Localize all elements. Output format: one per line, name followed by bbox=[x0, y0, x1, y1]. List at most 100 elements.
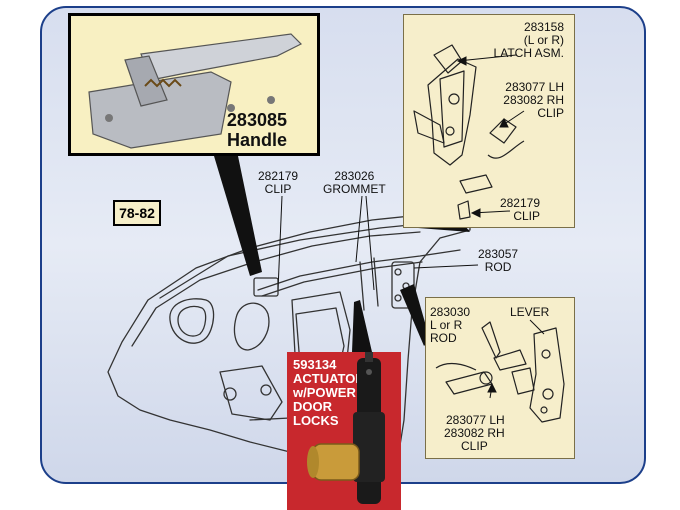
lever-pivot bbox=[542, 388, 554, 400]
lever-link bbox=[493, 349, 527, 371]
lever-detail-panel: 283030 L or R ROD LEVER 283077 LH 283082… bbox=[425, 297, 575, 459]
handle-callout-wedge bbox=[214, 156, 262, 276]
handle-rivet bbox=[227, 104, 235, 112]
clip-top-name: CLIP bbox=[264, 182, 292, 196]
lever-plate bbox=[529, 327, 565, 423]
leader-line bbox=[355, 195, 363, 263]
arrow-head bbox=[456, 56, 467, 66]
lever-clip-label: 283077 LH 283082 RH CLIP bbox=[444, 414, 505, 453]
armrest-pocket-inner bbox=[177, 305, 207, 337]
rod-part: 283057 bbox=[478, 247, 519, 261]
handle-detail-panel: 283085 Handle bbox=[68, 13, 320, 156]
actuator-mount-hole bbox=[366, 369, 372, 375]
latch-illustration bbox=[413, 44, 525, 220]
lever-rod bbox=[481, 321, 501, 359]
arrow-head bbox=[499, 117, 509, 128]
actuator-line-1: ACTUATOR bbox=[293, 371, 365, 386]
lever-rod-side: L or R bbox=[430, 318, 463, 332]
leader-line bbox=[413, 264, 479, 269]
lever-pivot bbox=[540, 406, 548, 414]
latch-clip bbox=[489, 118, 517, 144]
actuator-detail-panel: 593134 ACTUATOR w/POWER DOOR LOCKS bbox=[287, 352, 401, 510]
actuator-motor bbox=[312, 443, 360, 481]
rod-name: ROD bbox=[484, 260, 512, 274]
leader-line bbox=[277, 195, 283, 291]
lever-callout-wedge bbox=[400, 284, 430, 346]
lever-rod-label: 283030 L or R ROD bbox=[430, 306, 470, 345]
handle-recess bbox=[233, 302, 270, 351]
grommet-label: 283026 GROMMET bbox=[323, 170, 386, 196]
clip-top-part: 282179 bbox=[258, 169, 299, 183]
lever-rod-part: 283030 bbox=[430, 305, 471, 319]
lever-clip-name: CLIP bbox=[461, 439, 488, 453]
actuator-line-4: LOCKS bbox=[293, 413, 339, 428]
lever-clip-lh: 283077 LH bbox=[446, 413, 505, 427]
latch-bottom-clip-label: 282179 CLIP bbox=[500, 197, 540, 223]
handle-illustration bbox=[88, 33, 303, 149]
door-outline bbox=[107, 211, 471, 459]
actuator-part: 593134 bbox=[293, 357, 337, 372]
actuator-callout-wedge bbox=[352, 300, 372, 352]
actuator-line-2: w/POWER bbox=[293, 385, 356, 400]
handle-spring bbox=[144, 78, 182, 88]
latch-plate bbox=[439, 70, 465, 148]
actuator-illustration bbox=[307, 352, 385, 504]
arrow-head bbox=[487, 382, 497, 393]
rod-line bbox=[373, 257, 379, 307]
latch-bolt bbox=[394, 294, 402, 302]
lever-label: LEVER bbox=[510, 305, 550, 319]
latch-lower-clip bbox=[457, 200, 471, 220]
armrest-pocket bbox=[169, 298, 215, 344]
mount-hole bbox=[223, 387, 237, 401]
latch-clip-name: CLIP bbox=[537, 106, 564, 120]
latch-clip-label: 283077 LH 283082 RH CLIP bbox=[503, 81, 564, 120]
latch-arm bbox=[413, 110, 445, 144]
rod-line bbox=[359, 261, 365, 311]
latch-name: LATCH ASM. bbox=[493, 46, 564, 60]
latch-bolt bbox=[394, 268, 402, 276]
lever-rod-name: ROD bbox=[430, 331, 457, 345]
latch-detail-panel: 283158 (L or R) LATCH ASM. 283077 LH 283… bbox=[403, 14, 575, 228]
window-frame bbox=[159, 221, 441, 299]
handle-arm bbox=[124, 55, 168, 107]
handle-part-number: 283085 bbox=[226, 110, 287, 130]
lever-bracket bbox=[511, 367, 535, 395]
actuator-motor-end bbox=[307, 446, 319, 478]
handle-rivet bbox=[267, 96, 275, 104]
latch-bottom-clip-name: CLIP bbox=[513, 209, 540, 223]
actuator-body-ridge bbox=[353, 412, 385, 482]
lever-clip-ring bbox=[479, 371, 493, 385]
lever-illustration bbox=[435, 319, 565, 423]
latch-clip-rh: 283082 RH bbox=[503, 93, 564, 107]
latch-rod bbox=[459, 174, 493, 194]
latch-clip-lh: 283077 LH bbox=[505, 80, 564, 94]
clip-label-top: 282179 CLIP bbox=[258, 170, 298, 196]
latch-part: 283158 bbox=[523, 20, 564, 34]
handle-name: Handle bbox=[226, 130, 287, 150]
lever-arm bbox=[445, 371, 493, 395]
handle-rivet bbox=[105, 114, 113, 122]
handle-lever bbox=[140, 33, 303, 81]
handle-base-plate bbox=[88, 71, 232, 149]
lower-cutout bbox=[219, 365, 283, 421]
rod-label: 283057 ROD bbox=[478, 248, 518, 274]
grommet-part: 283026 bbox=[334, 169, 375, 183]
leader-line bbox=[365, 195, 375, 291]
mount-hole bbox=[260, 384, 272, 396]
latch-rod bbox=[487, 140, 525, 159]
actuator-line-3: DOOR bbox=[293, 399, 332, 414]
latch-side: (L or R) bbox=[523, 33, 564, 47]
lever-clip bbox=[435, 362, 477, 371]
rod-line bbox=[261, 261, 423, 297]
rod-line bbox=[257, 249, 461, 291]
latch-label: 283158 (L or R) LATCH ASM. bbox=[494, 21, 564, 60]
grommet-name: GROMMET bbox=[323, 182, 386, 196]
year-range-badge: 78-82 bbox=[113, 200, 161, 226]
lever-clip-rh: 283082 RH bbox=[444, 426, 505, 440]
actuator-plunger bbox=[365, 352, 373, 362]
latch-pivot bbox=[448, 93, 460, 105]
latch-pivot bbox=[445, 126, 455, 136]
lever-pivot bbox=[541, 349, 551, 359]
latch-bottom-clip-part: 282179 bbox=[499, 196, 540, 210]
